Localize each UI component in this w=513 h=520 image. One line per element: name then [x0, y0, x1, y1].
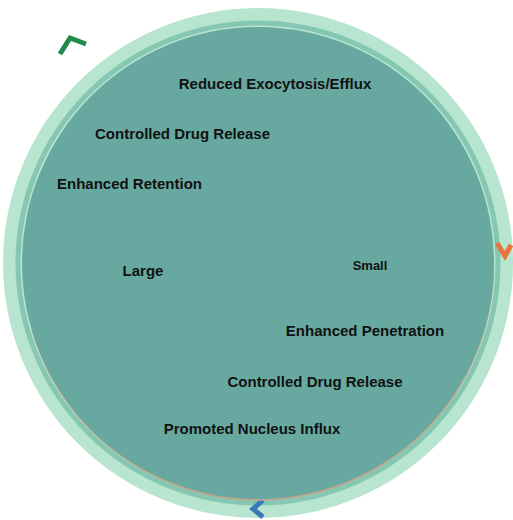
- inner-band: [18, 23, 498, 503]
- particle-label: Large: [123, 262, 164, 279]
- effect-label: Reduced Exocytosis/Efflux: [179, 75, 372, 92]
- effect-label: Enhanced Penetration: [286, 322, 444, 339]
- teal-disc: [22, 27, 494, 499]
- cycle-arrow: [253, 500, 263, 517]
- effect-label: Controlled Drug Release: [227, 373, 402, 390]
- teal-region: LargeSmallEnhanced PenetrationControlled…: [22, 27, 494, 499]
- effect-label: Controlled Drug Release: [95, 125, 270, 142]
- particle-label: Small: [353, 258, 388, 273]
- effect-label: Enhanced Retention: [57, 175, 202, 192]
- cycle-arrow: [497, 243, 511, 256]
- outer-ring: [3, 8, 513, 518]
- effect-label: Promoted Nucleus Influx: [164, 420, 341, 437]
- cycle-arrow: [60, 38, 86, 54]
